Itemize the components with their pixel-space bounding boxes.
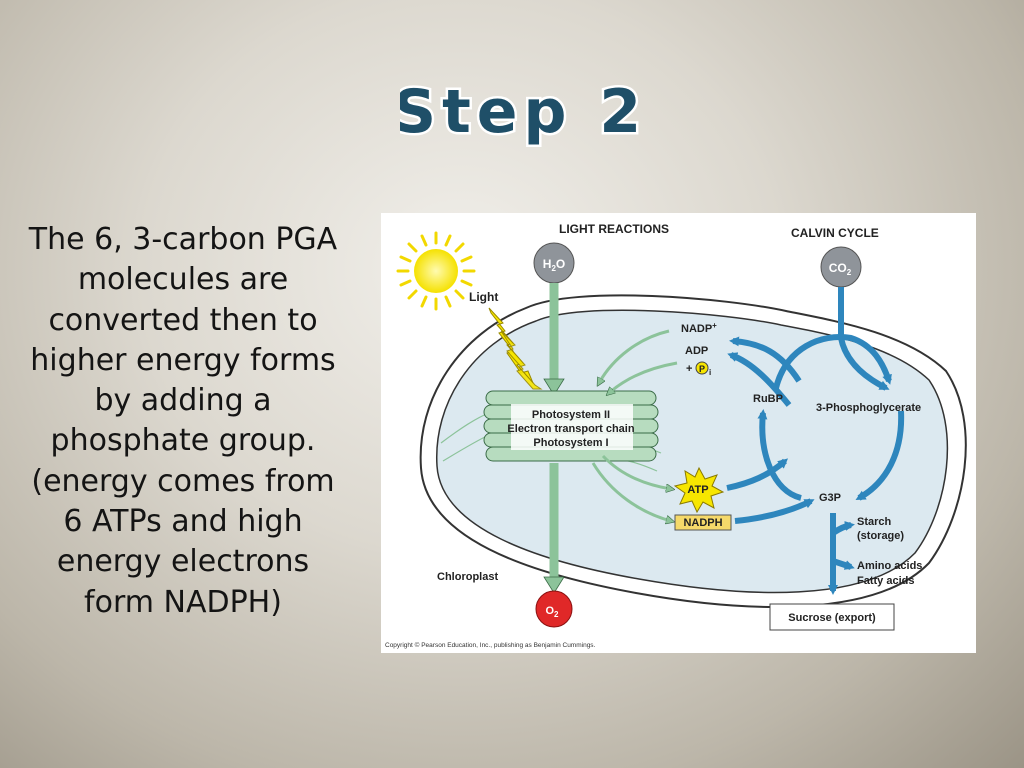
adp-label: ADP (685, 345, 708, 357)
photosystem-ii-label: Photosystem II (532, 409, 610, 421)
starch-label: Starch (857, 516, 892, 528)
svg-text:NADP+: NADP+ (681, 321, 717, 335)
nadph-label: NADPH (683, 517, 722, 529)
thylakoid-stack (483, 390, 659, 462)
light-bolt-icon (488, 307, 543, 390)
atp-label: ATP (687, 484, 708, 496)
svg-text:i: i (709, 368, 711, 377)
photosystem-i-label: Photosystem I (533, 437, 608, 449)
light-reactions-label: LIGHT REACTIONS (559, 222, 669, 236)
copyright-text: Copyright © Pearson Education, Inc., pub… (385, 641, 596, 649)
phosphate-label: + P i (686, 361, 711, 377)
body-line: phosphate group. (50, 423, 316, 459)
phosphoglycerate-label: 3-Phosphoglycerate (816, 402, 921, 414)
body-line: (energy comes from (31, 463, 335, 499)
fatty-acids-label: Fatty acids (857, 575, 914, 587)
body-line: higher energy forms (30, 342, 336, 378)
oxygen-node: O2 (535, 590, 573, 628)
sucrose-box: Sucrose (export) (769, 603, 895, 631)
nadp-label: NADP (681, 323, 712, 335)
slide-title-text: Step 2 (400, 77, 640, 147)
nadph-box: NADPH (674, 514, 732, 531)
svg-text:+: + (686, 363, 692, 375)
body-line: form NADPH) (84, 584, 282, 620)
amino-acids-label: Amino acids (857, 560, 922, 572)
body-line: 6 ATPs and high (63, 504, 303, 540)
light-label: Light (469, 290, 498, 304)
chloroplast-label: Chloroplast (437, 571, 498, 583)
g3p-label: G3P (819, 492, 841, 504)
svg-text:O2: O2 (545, 605, 559, 619)
body-line: energy electrons (56, 544, 310, 580)
calvin-cycle-label: CALVIN CYCLE (791, 226, 879, 240)
svg-text:H2O: H2O (543, 257, 565, 273)
chloroplast-inner-membrane (436, 309, 949, 594)
rubp-label: RuBP (753, 393, 783, 405)
svg-text:P: P (699, 364, 705, 374)
body-line: converted then to (48, 302, 318, 338)
body-line: molecules are (77, 262, 289, 298)
slide-title: Step 2 (400, 75, 640, 150)
nadp-superscript: + (712, 321, 717, 330)
body-text: The 6, 3-carbon PGA molecules are conver… (8, 220, 358, 623)
storage-label: (storage) (857, 530, 904, 542)
svg-text:CO2: CO2 (829, 261, 852, 277)
sun-icon (396, 231, 476, 311)
body-line: The 6, 3-carbon PGA (28, 222, 338, 257)
atp-star: ATP (673, 466, 725, 514)
body-line: by adding a (94, 383, 272, 419)
water-node: H2O (533, 242, 575, 284)
photosynthesis-diagram: LIGHT REACTIONS CALVIN CYCLE Light H2O C… (381, 213, 976, 653)
electron-transport-label: Electron transport chain (507, 423, 634, 435)
calvin-cycle-arrows (726, 287, 905, 595)
co2-node: CO2 (820, 246, 862, 288)
sucrose-label: Sucrose (export) (788, 612, 876, 624)
